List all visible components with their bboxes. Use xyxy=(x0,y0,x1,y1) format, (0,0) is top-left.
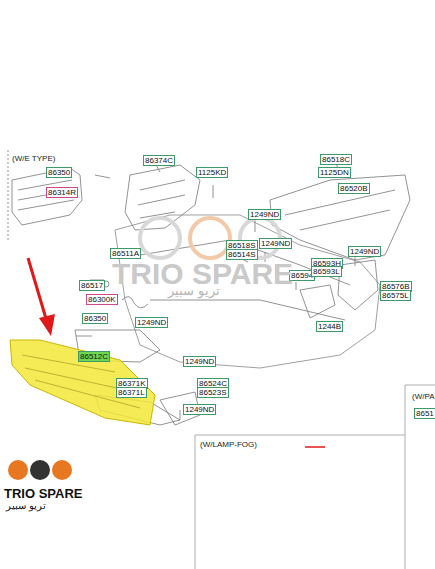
callout-number: 86314R xyxy=(46,187,78,198)
callout-number: 86518C xyxy=(320,154,352,165)
callout-number: 86371L xyxy=(116,387,147,398)
logo-text: TRIO SPARE xyxy=(4,487,83,501)
callout-number: 86374C xyxy=(143,155,175,166)
callout-number: 86575L xyxy=(380,290,411,301)
callout-number: 86523S xyxy=(197,387,229,398)
note-text: (W/LAMP-FOG) xyxy=(200,440,257,449)
callout-number: 86350 xyxy=(46,167,72,178)
note-text: (W/E TYPE) xyxy=(12,154,55,163)
callout-number: 86300K xyxy=(86,294,118,305)
callout-number: 1125KD xyxy=(196,167,228,178)
callout-number: 1249ND xyxy=(183,356,216,367)
callout-number: 86350 xyxy=(82,313,108,324)
note-text: (W/PA xyxy=(412,392,435,401)
callout-number: 1249ND xyxy=(248,209,281,220)
callout-number: 1125DN xyxy=(318,167,351,178)
callout-number: 1249ND xyxy=(135,317,168,328)
callout-number: 8651 xyxy=(414,408,435,419)
callout-number: 1249ND xyxy=(259,238,292,249)
callout-number: 86512C xyxy=(78,351,110,362)
callout-number: 1249ND xyxy=(348,246,381,257)
callout-number: 86517 xyxy=(79,280,105,291)
callout-number: 86520B xyxy=(338,183,370,194)
logo-text: تريو سبير xyxy=(6,501,46,510)
callout-number: 86593L xyxy=(311,266,342,277)
callout-number: 1244B xyxy=(316,321,343,332)
callout-number: 1249ND xyxy=(183,404,216,415)
watermark: تريو سبير xyxy=(168,286,220,295)
